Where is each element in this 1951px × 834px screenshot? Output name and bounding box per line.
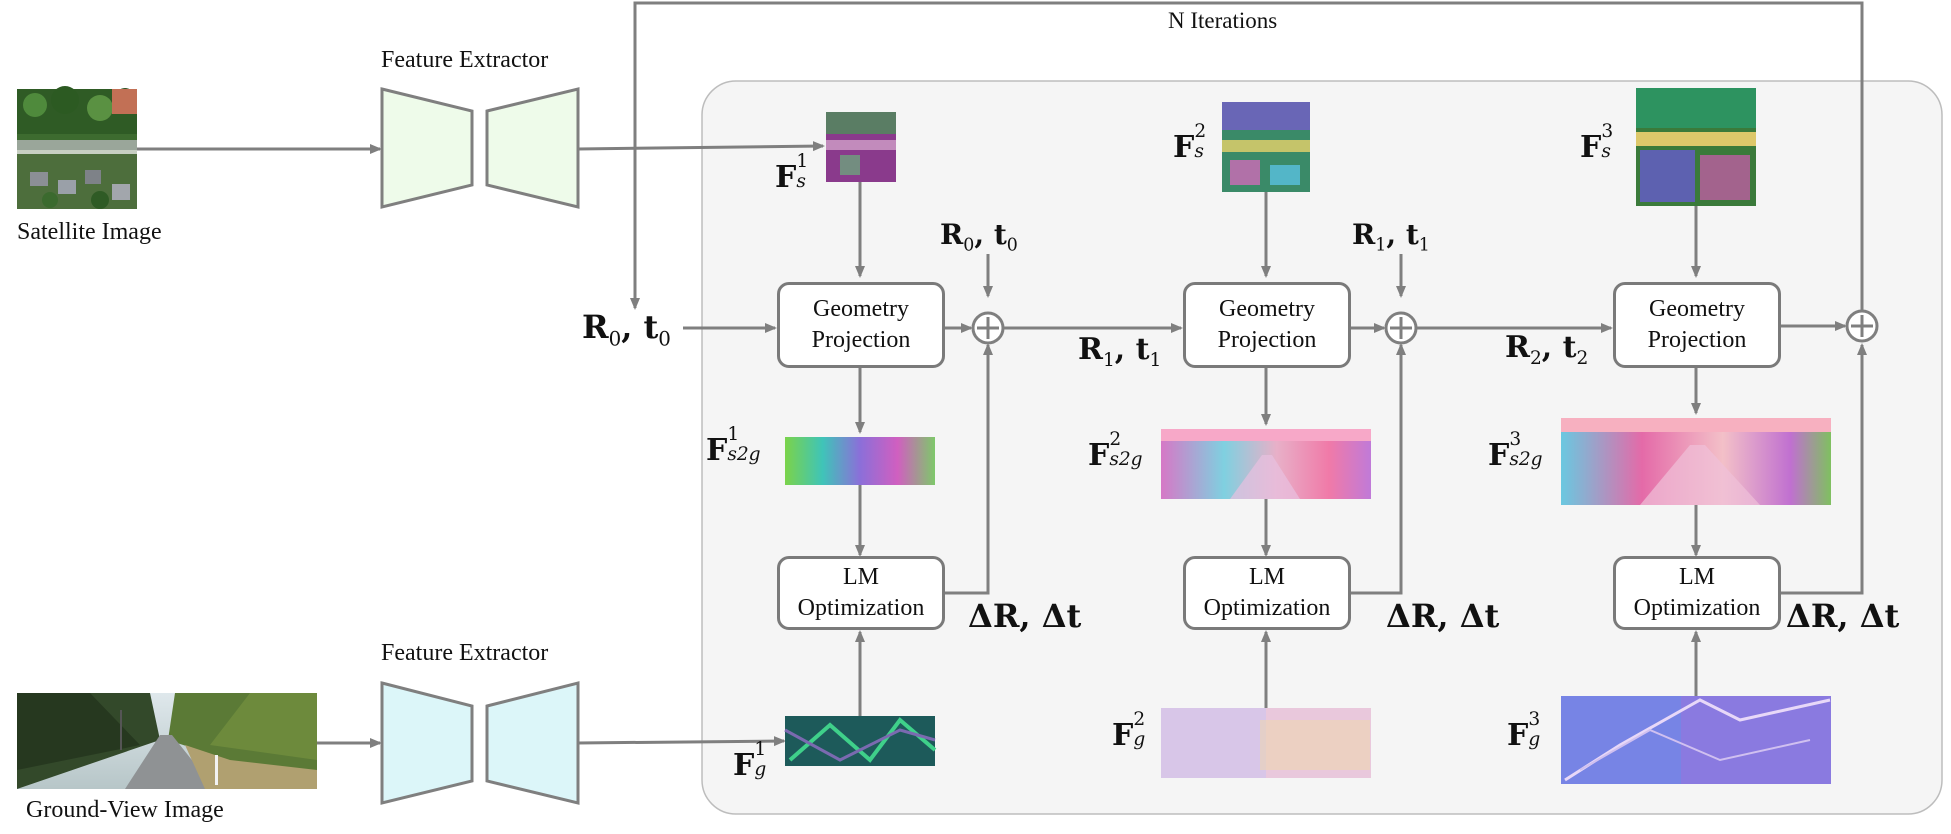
stage2-delta-label: ΔR, Δt (1386, 597, 1500, 635)
stage3-delta-label: ΔR, Δt (1786, 597, 1900, 635)
extractor-to-fg1-arrow (577, 736, 786, 747)
ground-encoder-block (380, 681, 474, 805)
stage3-lm-optimization: LM Optimization (1613, 556, 1781, 630)
stage2-pose-in-label: R1, t1 (1352, 218, 1430, 256)
stage1-lm-line1: LM (843, 563, 879, 590)
stage2-geometry-projection: Geometry Projection (1183, 282, 1351, 368)
stage1-geometry-line2: Projection (811, 327, 911, 353)
stage2-lm-line1: LM (1249, 563, 1285, 590)
ground-decoder-block (485, 681, 580, 805)
stage2-lm-line2: Optimization (1203, 595, 1331, 621)
extractor-to-fs1-arrow (577, 141, 825, 152)
stage2-geometry-line1: Geometry (1219, 295, 1315, 322)
stage3-lm-line2: Optimization (1633, 595, 1761, 621)
stage1-delta-label: ΔR, Δt (968, 597, 1082, 635)
stage2-lm-optimization: LM Optimization (1183, 556, 1351, 630)
satellite-encoder-block (380, 87, 474, 209)
satellite-image-caption: Satellite Image (17, 219, 162, 245)
n-iterations-label: N Iterations (1168, 8, 1278, 33)
stage1-pose-in-label: R0, t0 (940, 218, 1018, 256)
stage3-lm-line1: LM (1679, 563, 1715, 590)
stage3-geometry-line1: Geometry (1649, 295, 1745, 322)
stage1-lm-line2: Optimization (797, 595, 925, 621)
ground-image-caption: Ground-View Image (26, 797, 224, 823)
stage2-pose-out-label: R2, t2 (1505, 330, 1589, 369)
iteration-loop-arrow (630, 1, 1864, 320)
stage1-geometry-projection: Geometry Projection (777, 282, 945, 368)
satellite-extractor-label: Feature Extractor (381, 47, 549, 73)
stage1-fs2g-map (785, 437, 935, 485)
stage1-geometry-line1: Geometry (813, 295, 909, 322)
satellite-decoder-block (485, 87, 580, 209)
stage3-geometry-projection: Geometry Projection (1613, 282, 1781, 368)
stage1-pose-out-label: R1, t1 (1078, 332, 1162, 371)
stage2-geometry-line2: Projection (1217, 327, 1317, 353)
stage1-lm-optimization: LM Optimization (777, 556, 945, 630)
stage3-geometry-line2: Projection (1647, 327, 1747, 353)
initial-pose-label: R0, t0 (582, 308, 671, 351)
ground-extractor-label: Feature Extractor (381, 640, 549, 666)
satellite-image (17, 86, 137, 209)
ground-view-image (17, 693, 317, 789)
